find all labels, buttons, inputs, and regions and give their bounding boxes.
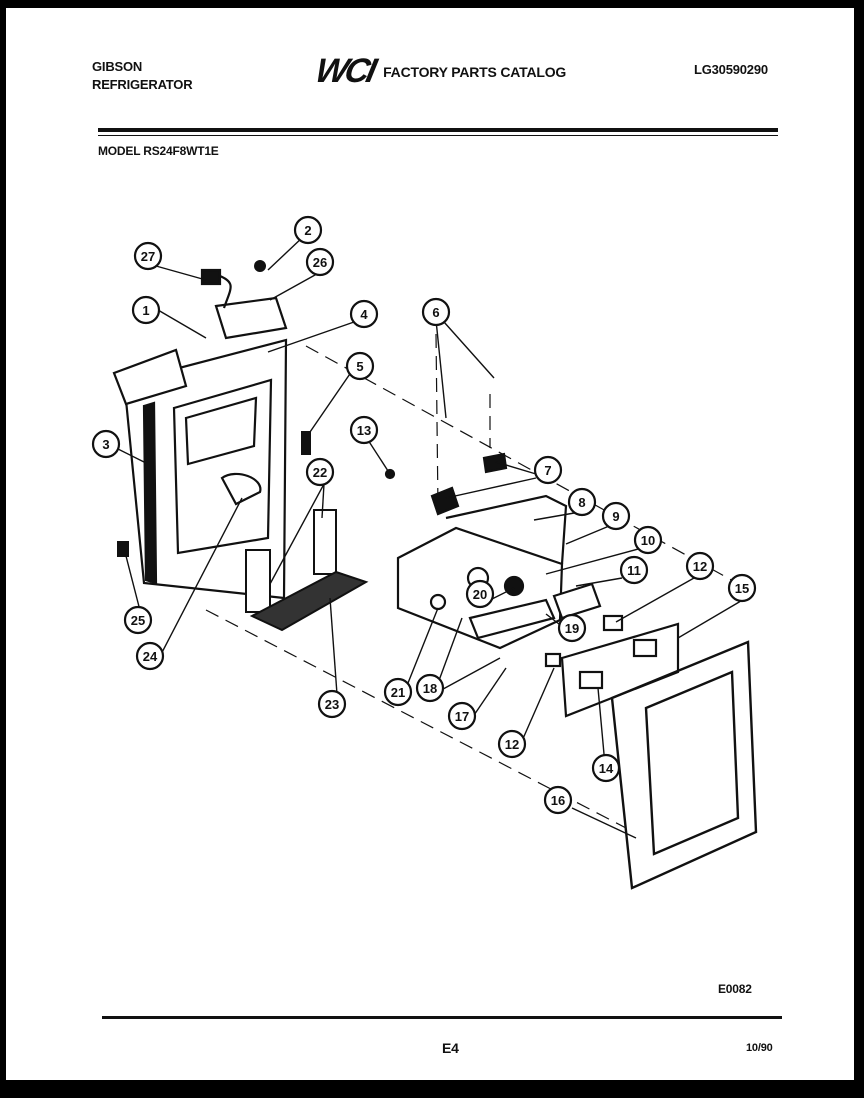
- header-rule-thin: [98, 135, 778, 136]
- callout-1: 1: [131, 295, 161, 325]
- callout-16: 16: [543, 785, 573, 815]
- svg-text:12: 12: [693, 559, 707, 574]
- svg-text:27: 27: [141, 249, 155, 264]
- svg-text:22: 22: [313, 465, 327, 480]
- trim-frame: [610, 640, 758, 890]
- revision-date: 10/90: [746, 1042, 773, 1054]
- callout-27: 27: [133, 241, 163, 271]
- svg-text:17: 17: [455, 709, 469, 724]
- callout-8: 8: [567, 487, 597, 517]
- svg-text:11: 11: [627, 563, 641, 578]
- callout-23: 23: [317, 689, 347, 719]
- svg-text:1: 1: [142, 303, 149, 318]
- dispenser-housing: [112, 268, 288, 600]
- svg-text:15: 15: [735, 581, 749, 596]
- brand-block: GIBSON REFRIGERATOR: [92, 58, 193, 94]
- svg-text:10: 10: [641, 533, 655, 548]
- callout-25: 25: [123, 605, 153, 635]
- catalog-title: FACTORY PARTS CATALOG: [383, 63, 567, 80]
- callout-11: 11: [619, 555, 649, 585]
- svg-text:18: 18: [423, 681, 437, 696]
- callout-4: 4: [349, 299, 379, 329]
- alignment-lines: [205, 333, 747, 829]
- svg-text:9: 9: [612, 509, 619, 524]
- callout-6: 6: [421, 297, 451, 327]
- callout-26: 26: [305, 247, 335, 277]
- callout-13: 13: [349, 415, 379, 445]
- svg-text:7: 7: [544, 463, 551, 478]
- callout-9: 9: [601, 501, 631, 531]
- callout-24: 24: [135, 641, 165, 671]
- callout-21: 21: [383, 677, 413, 707]
- callout-5: 5: [345, 351, 375, 381]
- brand-name: GIBSON: [92, 59, 143, 74]
- svg-text:4: 4: [360, 307, 368, 322]
- exploded-parts-diagram: 1 2 3 4 5 6 7 8 9 10 11 12 12 13 14 15 1…: [91, 215, 758, 890]
- svg-text:25: 25: [131, 613, 145, 628]
- catalog-heading: WCI FACTORY PARTS CATALOG: [312, 52, 567, 91]
- footer-rule: [102, 1016, 782, 1019]
- callout-14: 14: [591, 753, 621, 783]
- callout-12b: 12: [497, 729, 527, 759]
- svg-text:6: 6: [432, 305, 439, 320]
- svg-text:23: 23: [325, 697, 339, 712]
- svg-text:24: 24: [143, 649, 158, 664]
- svg-text:14: 14: [599, 761, 614, 776]
- model-number: MODEL RS24F8WT1E: [98, 144, 219, 158]
- catalog-sheet: GIBSON REFRIGERATOR WCI FACTORY PARTS CA…: [6, 8, 854, 1080]
- part-callouts: 1 2 3 4 5 6 7 8 9 10 11 12 12 13 14 15 1…: [91, 215, 757, 815]
- callout-20: 20: [465, 579, 495, 609]
- callout-12: 12: [685, 551, 715, 581]
- paddle-and-tray: [117, 260, 369, 632]
- svg-text:20: 20: [473, 587, 487, 602]
- callout-18: 18: [415, 673, 445, 703]
- svg-text:2: 2: [304, 223, 311, 238]
- callout-7: 7: [533, 455, 563, 485]
- svg-text:21: 21: [391, 685, 405, 700]
- figure-code: E0082: [718, 982, 752, 996]
- catalog-code: LG30590290: [694, 62, 768, 77]
- callout-22: 22: [305, 457, 335, 487]
- page-number: E4: [442, 1040, 459, 1056]
- product-type: REFRIGERATOR: [92, 77, 193, 92]
- callout-19: 19: [557, 613, 587, 643]
- svg-text:16: 16: [551, 793, 565, 808]
- callout-17: 17: [447, 701, 477, 731]
- svg-text:12: 12: [505, 737, 519, 752]
- svg-text:19: 19: [565, 621, 579, 636]
- header-rule-thick: [98, 128, 778, 132]
- callout-3: 3: [91, 429, 121, 459]
- callout-10: 10: [633, 525, 663, 555]
- callout-15: 15: [727, 573, 757, 603]
- svg-text:5: 5: [356, 359, 363, 374]
- svg-text:26: 26: [313, 255, 327, 270]
- svg-text:3: 3: [102, 437, 109, 452]
- svg-text:13: 13: [357, 423, 371, 438]
- callout-2: 2: [293, 215, 323, 245]
- svg-text:8: 8: [578, 495, 585, 510]
